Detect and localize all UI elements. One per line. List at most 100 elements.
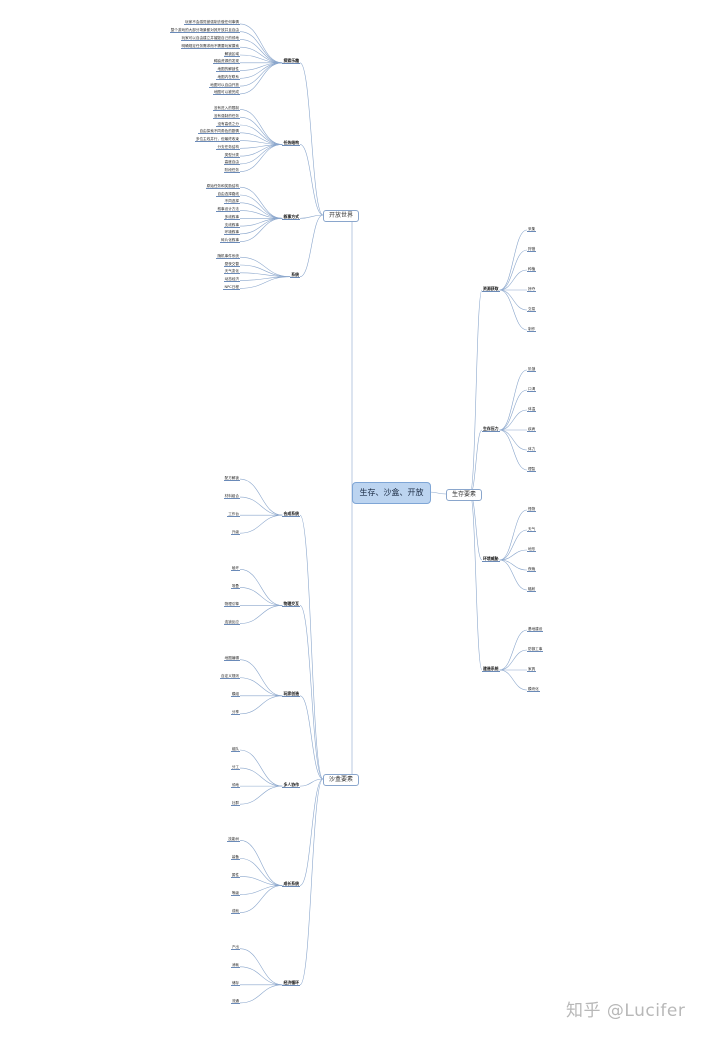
connector <box>499 389 528 431</box>
item-g11-1[interactable]: 自定义规则 <box>220 674 240 680</box>
item-g13-1[interactable]: 装备 <box>230 854 240 860</box>
group-g14[interactable]: 经济循环 <box>282 980 300 987</box>
item-g2-4[interactable]: 多位主线并行，但最终收束 <box>194 137 240 143</box>
item-g12-1[interactable]: 分工 <box>230 764 240 770</box>
item-g2-1[interactable]: 没有强制的任务 <box>212 113 240 119</box>
item-g10-2[interactable]: 物理引擎 <box>223 601 240 607</box>
item-g5-5[interactable]: 制作 <box>527 326 537 332</box>
connector <box>239 256 291 277</box>
item-g2-6[interactable]: 类型分类 <box>223 152 240 158</box>
item-g4-3[interactable]: 动态经济 <box>223 277 240 283</box>
item-g1-2[interactable]: 玩家可以自由建立并摧毁自己的领地 <box>180 35 240 41</box>
item-g5-2[interactable]: 种植 <box>527 266 537 272</box>
item-g7-4[interactable]: 辐射 <box>527 586 537 592</box>
item-g14-0[interactable]: 产出 <box>230 945 240 951</box>
item-g7-1[interactable]: 天气 <box>527 526 537 532</box>
group-g4[interactable]: 系统 <box>290 272 300 279</box>
group-g12[interactable]: 多人协作 <box>282 781 300 788</box>
branch-sandbox[interactable]: 沙盒要素 <box>323 774 360 786</box>
item-g6-0[interactable]: 饥饿 <box>527 366 537 372</box>
item-g3-3[interactable]: 叙事设计方法 <box>216 207 240 213</box>
item-g1-6[interactable]: 地图的解锁性 <box>216 67 240 73</box>
item-g2-5[interactable]: 分支任务结构 <box>216 144 240 150</box>
item-g3-5[interactable]: 支线叙事 <box>223 222 240 228</box>
item-g14-2[interactable]: 储存 <box>230 981 240 987</box>
group-g1[interactable]: 探索乐趣 <box>282 58 300 65</box>
item-g4-4[interactable]: NPC日程 <box>223 284 240 290</box>
item-g2-2[interactable]: 没有高低之分 <box>216 121 240 127</box>
item-g14-3[interactable]: 流通 <box>230 999 240 1005</box>
item-g1-7[interactable]: 地图内在联系 <box>216 74 240 80</box>
item-g10-0[interactable]: 破坏 <box>230 565 240 571</box>
item-g7-2[interactable]: 地形 <box>527 546 537 552</box>
item-g9-2[interactable]: 工作台 <box>227 511 240 517</box>
item-g8-0[interactable]: 基地建设 <box>527 626 544 632</box>
item-g14-1[interactable]: 消耗 <box>230 963 240 969</box>
item-g2-3[interactable]: 自由探索不同角色的剧情 <box>198 129 240 135</box>
item-g6-2[interactable]: 体温 <box>527 406 537 412</box>
connector <box>239 885 283 895</box>
item-g10-3[interactable]: 连锁反应 <box>223 620 240 626</box>
item-g13-4[interactable]: 成就 <box>230 909 240 915</box>
branch-open-world[interactable]: 开放世界 <box>323 210 360 222</box>
item-g9-0[interactable]: 配方解锁 <box>223 475 240 481</box>
item-g2-8[interactable]: 阶段任务 <box>223 168 240 174</box>
item-g5-4[interactable]: 交易 <box>527 306 537 312</box>
group-g5[interactable]: 资源获取 <box>482 285 500 292</box>
item-g3-7[interactable]: 碎片化叙事 <box>220 238 240 244</box>
item-g8-2[interactable]: 家具 <box>527 666 537 672</box>
item-g2-0[interactable]: 没有进入的限制 <box>212 105 240 111</box>
item-g1-5[interactable]: 稀缺资源的发现 <box>212 59 240 65</box>
item-g10-1[interactable]: 堆叠 <box>230 583 240 589</box>
item-g1-9[interactable]: 地图可以被完成 <box>212 90 240 96</box>
item-g13-0[interactable]: 技能树 <box>227 836 240 842</box>
item-g11-3[interactable]: 分享 <box>230 710 240 716</box>
item-g12-3[interactable]: 社群 <box>230 800 240 806</box>
group-g13[interactable]: 成长系统 <box>282 880 300 887</box>
root-node[interactable]: 生存、沙盒、开放 <box>352 482 431 504</box>
item-g13-2[interactable]: 属性 <box>230 872 240 878</box>
item-g1-1[interactable]: 整个游戏的大部分场景都对其开放并且自由 <box>169 28 240 34</box>
item-g6-1[interactable]: 口渴 <box>527 386 537 392</box>
item-g9-1[interactable]: 材料组合 <box>223 493 240 499</box>
group-g8[interactable]: 建造系统 <box>482 665 500 672</box>
item-g1-3[interactable]: 明确规定任务需求而不需要玩家摸索 <box>180 43 240 49</box>
item-g3-4[interactable]: 多线叙事 <box>223 214 240 220</box>
group-g10[interactable]: 物理交互 <box>282 600 300 607</box>
item-g3-0[interactable]: 原始任务和奖励结构 <box>205 183 240 189</box>
group-g2[interactable]: 任务结构 <box>282 139 300 146</box>
item-g4-1[interactable]: 昼夜交替 <box>223 261 240 267</box>
group-g3[interactable]: 叙事方式 <box>282 213 300 220</box>
item-g11-0[interactable]: 地图编辑 <box>223 656 240 662</box>
item-g5-3[interactable]: 掠夺 <box>527 286 537 292</box>
item-g1-4[interactable]: 解锁区域 <box>223 51 240 57</box>
item-g4-0[interactable]: 随机事件系统 <box>216 253 240 259</box>
item-g8-3[interactable]: 模块化 <box>527 686 540 692</box>
connector <box>428 491 447 495</box>
item-g5-1[interactable]: 狩猎 <box>527 246 537 252</box>
group-g6[interactable]: 生存压力 <box>482 425 500 432</box>
item-g12-2[interactable]: 领地 <box>230 782 240 788</box>
item-g11-2[interactable]: 模组 <box>230 692 240 698</box>
item-g4-2[interactable]: 天气变化 <box>223 269 240 275</box>
group-g9[interactable]: 合成系统 <box>282 510 300 517</box>
item-g8-1[interactable]: 防御工事 <box>527 646 544 652</box>
item-g6-3[interactable]: 疾病 <box>527 426 537 432</box>
item-g6-4[interactable]: 体力 <box>527 446 537 452</box>
group-g11[interactable]: 玩家创造 <box>282 691 300 698</box>
item-g9-3[interactable]: 升级 <box>230 529 240 535</box>
item-g7-3[interactable]: 夜晚 <box>527 566 537 572</box>
item-g12-0[interactable]: 组队 <box>230 746 240 752</box>
item-g5-0[interactable]: 采集 <box>527 226 537 232</box>
item-g3-6[interactable]: 环境叙事 <box>223 230 240 236</box>
branch-survival[interactable]: 生存要素 <box>446 489 483 501</box>
item-g7-0[interactable]: 怪物 <box>527 506 537 512</box>
item-g2-7[interactable]: 高度自由 <box>223 160 240 166</box>
item-g1-0[interactable]: 玩家不会感觉被强制去做任何事情 <box>184 20 240 26</box>
item-g6-5[interactable]: 理智 <box>527 466 537 472</box>
item-g1-8[interactable]: 地图可以自由开放 <box>209 82 240 88</box>
item-g3-1[interactable]: 自由选择路线 <box>216 191 240 197</box>
item-g3-2[interactable]: 不同选择 <box>223 199 240 205</box>
group-g7[interactable]: 环境威胁 <box>482 555 500 562</box>
item-g13-3[interactable]: 等级 <box>230 891 240 897</box>
